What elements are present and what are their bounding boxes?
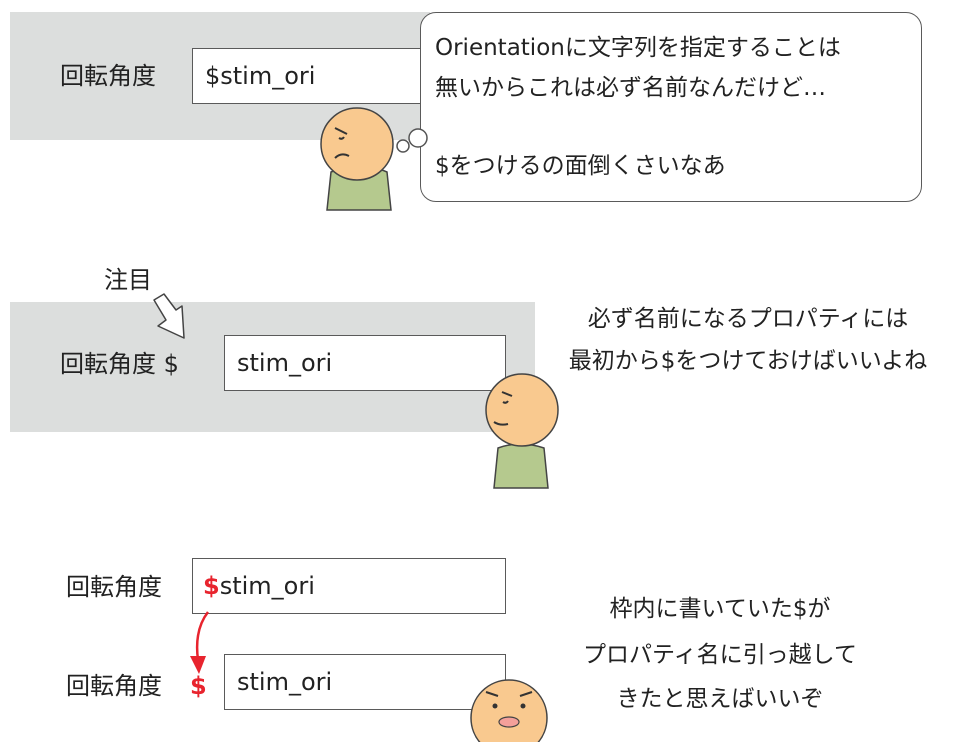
character-brow: [334, 127, 348, 135]
panel-2: 注目 回転角度 $ stim_ori 必ず名前になるプロパティには 最初から$を…: [0, 250, 975, 490]
dollar-sign-highlight: $: [203, 572, 220, 600]
bubble-line-3: $をつけるの面倒くさいなあ: [435, 153, 726, 179]
smug-character: [470, 679, 548, 742]
note-arrow: [153, 293, 185, 339]
character-mouth: [334, 153, 350, 159]
character-face: [485, 373, 559, 447]
comment-3-line-2: プロパティ名に引っ越して: [583, 642, 857, 668]
bubble-line-2: 無いからこれは必ず名前なんだけど…: [435, 75, 826, 101]
rotation-angle-field-2[interactable]: stim_ori: [224, 335, 506, 391]
comment-3-line-3: きたと思えばいいぞ: [616, 686, 824, 712]
dollar-sign-moved: $: [190, 672, 207, 700]
character-right-brow: [519, 691, 533, 697]
character-left-eye: [492, 703, 498, 709]
panel-1: 回転角度 $stim_ori Orientationに文字列を指定することは 無…: [0, 0, 975, 220]
rotation-angle-field-bottom[interactable]: stim_ori: [224, 654, 506, 710]
comment-3-line-1: 枠内に書いていた$が: [609, 596, 831, 622]
character-mouth: [493, 421, 509, 426]
thought-dot-large: [408, 128, 428, 148]
character-eye: [502, 400, 509, 404]
thought-dot-small: [396, 139, 410, 153]
character-2: [485, 373, 559, 489]
rotation-angle-field[interactable]: $stim_ori: [192, 48, 430, 104]
bubble-line-1: Orientationに文字列を指定することは: [435, 35, 841, 61]
move-arrow: [190, 611, 210, 674]
thought-bubble: Orientationに文字列を指定することは 無いからこれは必ず名前なんだけど…: [420, 12, 922, 202]
character-face: [320, 107, 394, 181]
panel-3: 回転角度 $stim_ori 回転角度 $ stim_ori 枠内に書いていた$…: [0, 540, 975, 742]
character-eye: [338, 136, 345, 140]
rotation-angle-label-bottom: 回転角度: [66, 672, 162, 700]
rotation-angle-field-top[interactable]: $stim_ori: [192, 558, 506, 614]
character-left-brow: [485, 691, 499, 697]
annoyed-character: [320, 107, 428, 211]
character-face: [470, 679, 548, 742]
character-mouth: [498, 716, 520, 728]
character-shirt: [493, 443, 549, 489]
field-top-value: stim_ori: [219, 572, 315, 600]
rotation-angle-label: 回転角度: [60, 62, 156, 90]
note-label: 注目: [104, 266, 152, 294]
character-brow: [501, 391, 513, 397]
comment-2-line-1: 必ず名前になるプロパティには: [587, 306, 909, 332]
character-right-eye: [520, 703, 526, 709]
rotation-angle-dollar-label: 回転角度 $: [60, 350, 179, 378]
comment-2-line-2: 最初から$をつけておけばいいよね: [568, 348, 928, 374]
rotation-angle-label-top: 回転角度: [66, 573, 162, 601]
